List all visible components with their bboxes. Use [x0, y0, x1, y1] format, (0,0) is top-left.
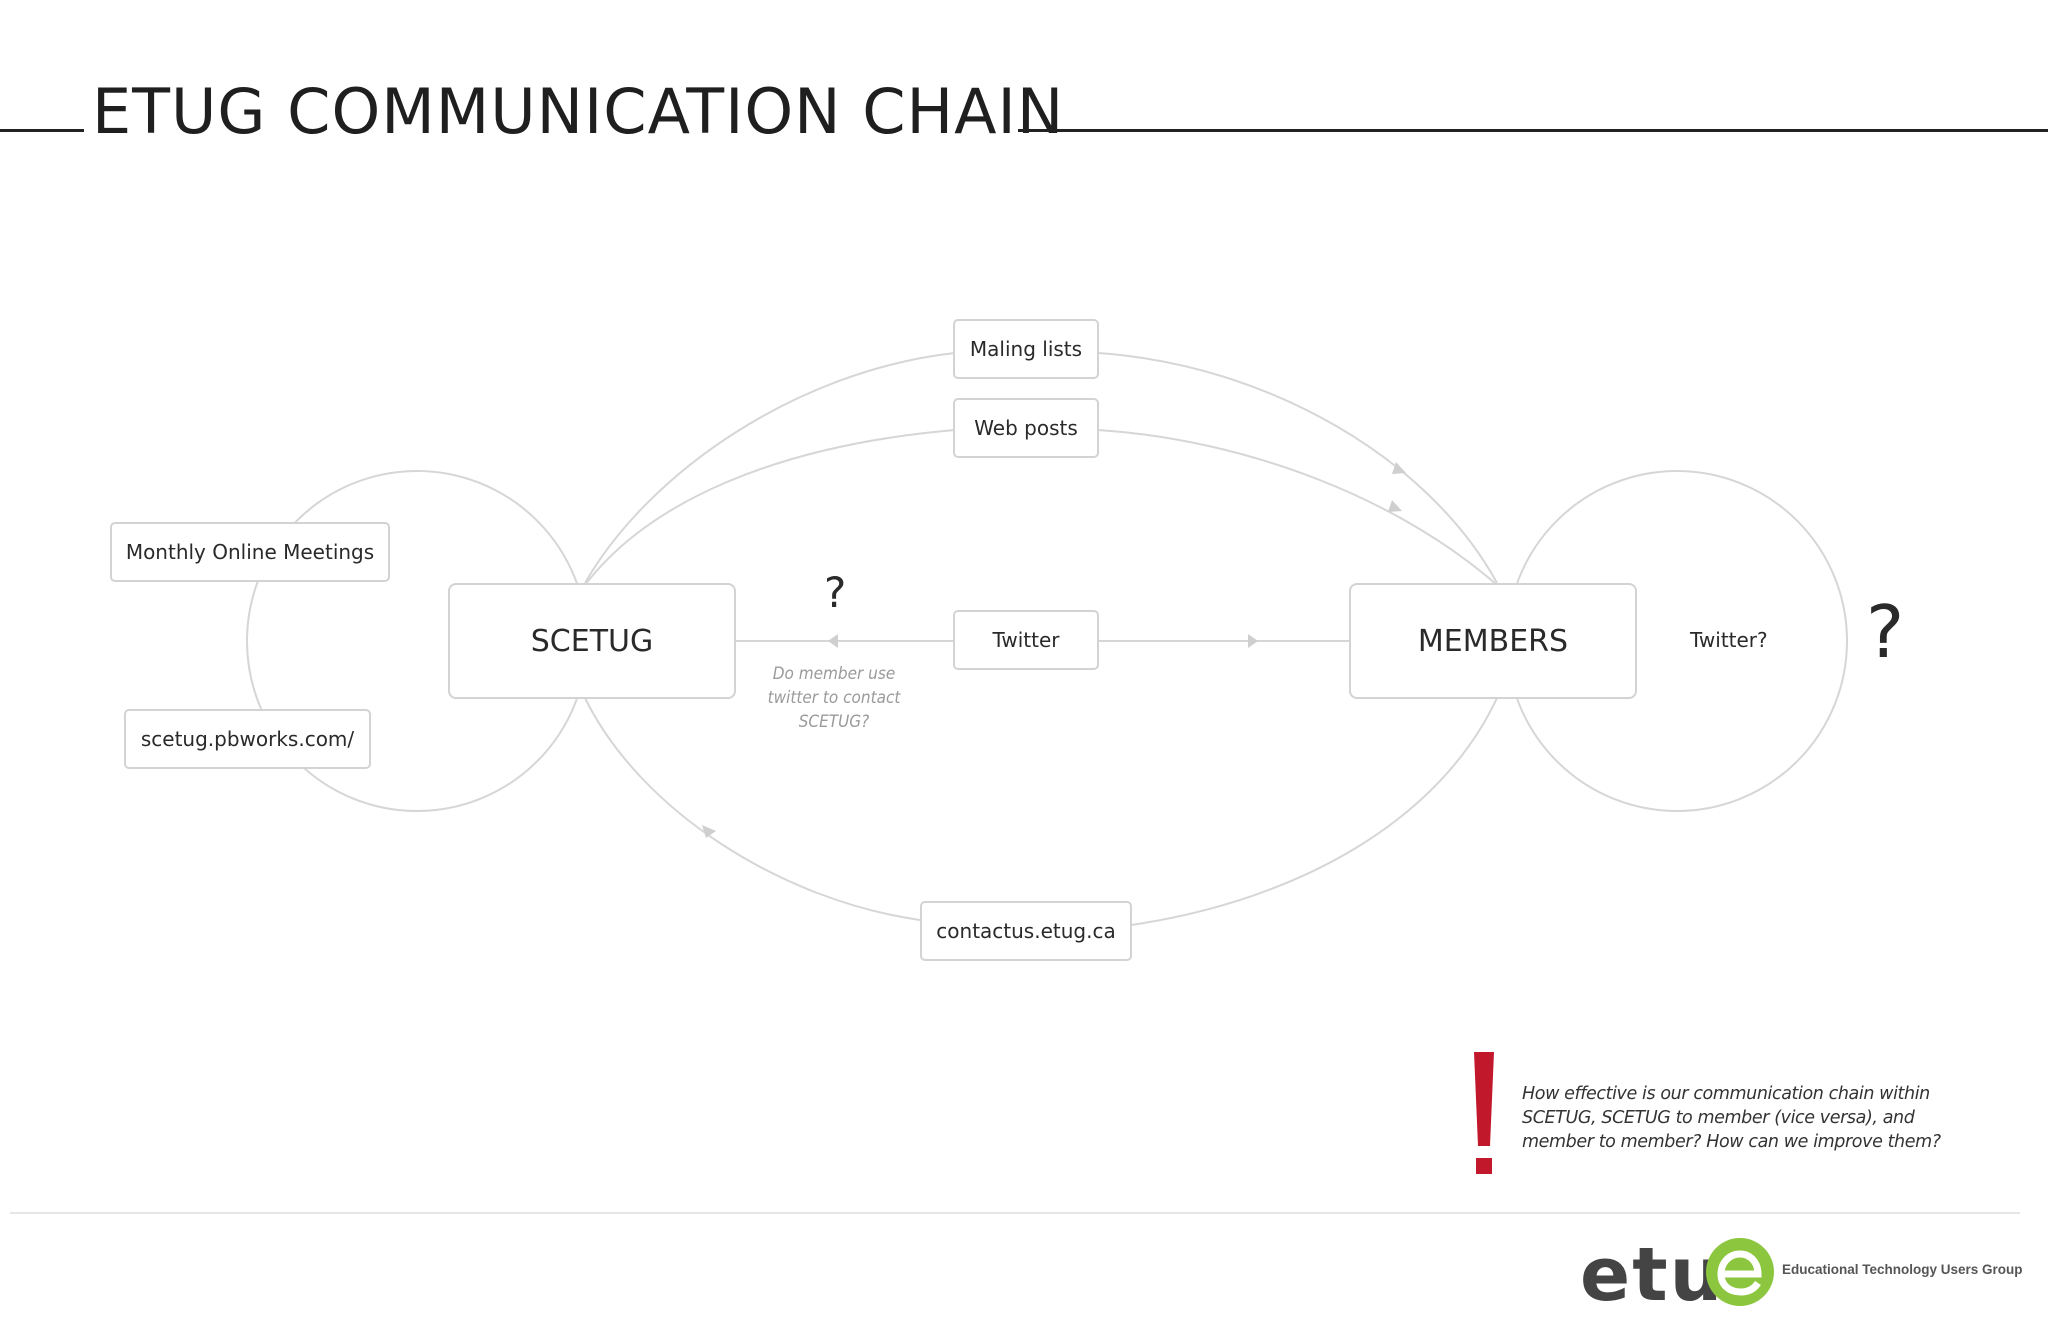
twitter-box[interactable]: Twitter — [953, 610, 1099, 670]
twitter-note: Do member use twitter to contact SCETUG? — [749, 662, 919, 734]
mailing-lists-box[interactable]: Maling lists — [953, 319, 1099, 379]
arrow-mailing — [1392, 462, 1406, 474]
mailing-arc — [584, 352, 956, 584]
twitter-question-label: Twitter? — [1690, 628, 1768, 652]
arrow-twitter-left — [828, 634, 838, 648]
arrow-twitter-right — [1248, 634, 1258, 648]
logo-e-icon — [1706, 1238, 1774, 1306]
title-rule-left — [0, 129, 84, 132]
members-node[interactable]: MEMBERS — [1349, 583, 1637, 699]
web-posts-box[interactable]: Web posts — [953, 398, 1099, 458]
exclamation-icon — [1474, 1052, 1494, 1174]
question-mark-right: ? — [1866, 590, 1905, 674]
contactus-box[interactable]: contactus.etug.ca — [920, 901, 1132, 961]
page-title: ETUG COMMUNICATION CHAIN — [92, 75, 1065, 148]
twitter-note-line: SCETUG? — [798, 712, 870, 732]
webposts-arc — [584, 429, 956, 586]
arrow-webposts — [1388, 500, 1402, 512]
monthly-meetings-box[interactable]: Monthly Online Meetings — [110, 522, 390, 582]
mailing-arc-right — [1097, 352, 1498, 584]
question-mark-middle: ? — [824, 568, 847, 617]
footer-divider — [10, 1212, 2020, 1214]
twitter-note-line: Do member use — [772, 664, 896, 684]
contact-arc-left — [584, 697, 921, 921]
contact-arc-right — [1130, 697, 1498, 926]
logo-wordmark: etu — [1580, 1232, 1725, 1318]
logo-subtitle: Educational Technology Users Group — [1782, 1262, 2023, 1277]
arrow-contact — [702, 825, 716, 838]
twitter-note-line: twitter to contact — [767, 688, 901, 708]
scetug-node[interactable]: SCETUG — [448, 583, 736, 699]
bottom-question: How effective is our communication chain… — [1522, 1084, 1941, 1152]
pbworks-box[interactable]: scetug.pbworks.com/ — [124, 709, 371, 769]
webposts-arc-right — [1097, 429, 1498, 586]
title-rule-right — [1018, 129, 2048, 132]
